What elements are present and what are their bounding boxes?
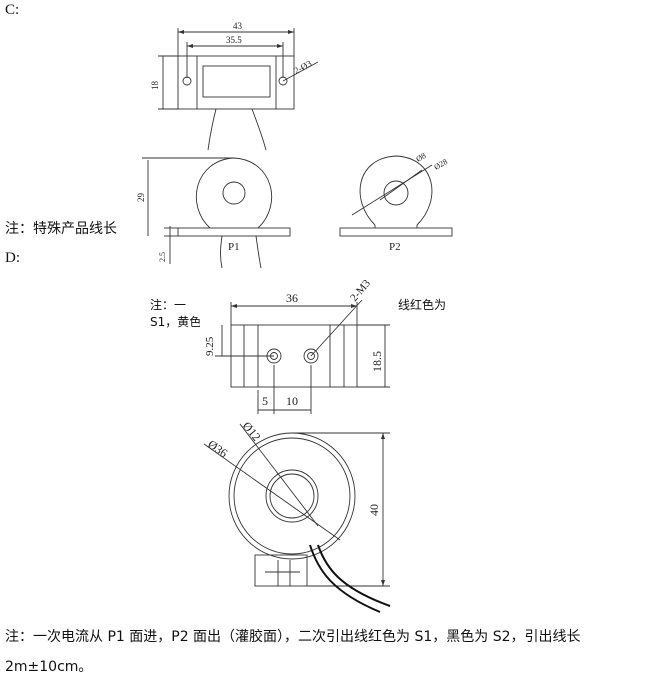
c-top-hole-left	[182, 76, 192, 86]
c-p2-body	[359, 155, 433, 226]
c-p1-body	[195, 157, 273, 229]
c-dim-holes: 2-Ø3	[292, 58, 313, 76]
c-view-p2: P2	[389, 241, 401, 253]
c-top-body	[177, 55, 295, 110]
c-dim-hole-spacing: 35.5	[226, 35, 242, 45]
c-p1-hole	[222, 181, 246, 205]
footer-note-line-2: 2m±10cm。	[5, 659, 93, 675]
d-front-inner	[265, 469, 319, 523]
section-d-note-fragment-3: 线红色为	[398, 298, 447, 312]
section-d-note-fragment-1: 注：一	[150, 298, 187, 312]
d-dim-width: 36	[286, 291, 298, 305]
d-dim-spacing: 10	[286, 394, 298, 408]
c-dim-height: 18	[150, 81, 160, 91]
d-front-outer	[228, 432, 356, 560]
c-dim-inner: Ø8	[415, 151, 428, 164]
c-dim-body-height: 29	[136, 193, 146, 203]
d-dim-offset-h: 5	[262, 394, 268, 408]
d-dim-offset-v: 9.25	[204, 336, 216, 356]
d-dim-inner: Ø12	[240, 419, 264, 444]
d-dim-total-height: 40	[367, 504, 381, 516]
c-view-p1: P1	[228, 241, 240, 253]
section-c-note: 注：特殊产品线长	[5, 218, 132, 238]
c-top-window	[202, 65, 271, 98]
d-dim-outer: Ø36	[205, 437, 230, 460]
c-dim-outer: Ø28	[433, 157, 449, 172]
d-dim-height: 18.5	[370, 351, 384, 372]
c-dim-total-width: 43	[233, 21, 243, 31]
section-c-label: C:	[5, 2, 20, 18]
c-dim-base: 2.5	[158, 252, 167, 262]
d-screw-right	[303, 348, 319, 364]
section-d-label: D:	[5, 250, 20, 266]
d-dim-screws: 2-M3	[348, 277, 373, 304]
c-p2-hole	[383, 180, 409, 206]
footer-note-line-1: 注：一次电流从 P1 面进，P2 面出（灌胶面），二次引出线红色为 S1，黑色为…	[5, 629, 581, 645]
section-d-note-fragment-2: S1，黄色	[150, 315, 200, 329]
